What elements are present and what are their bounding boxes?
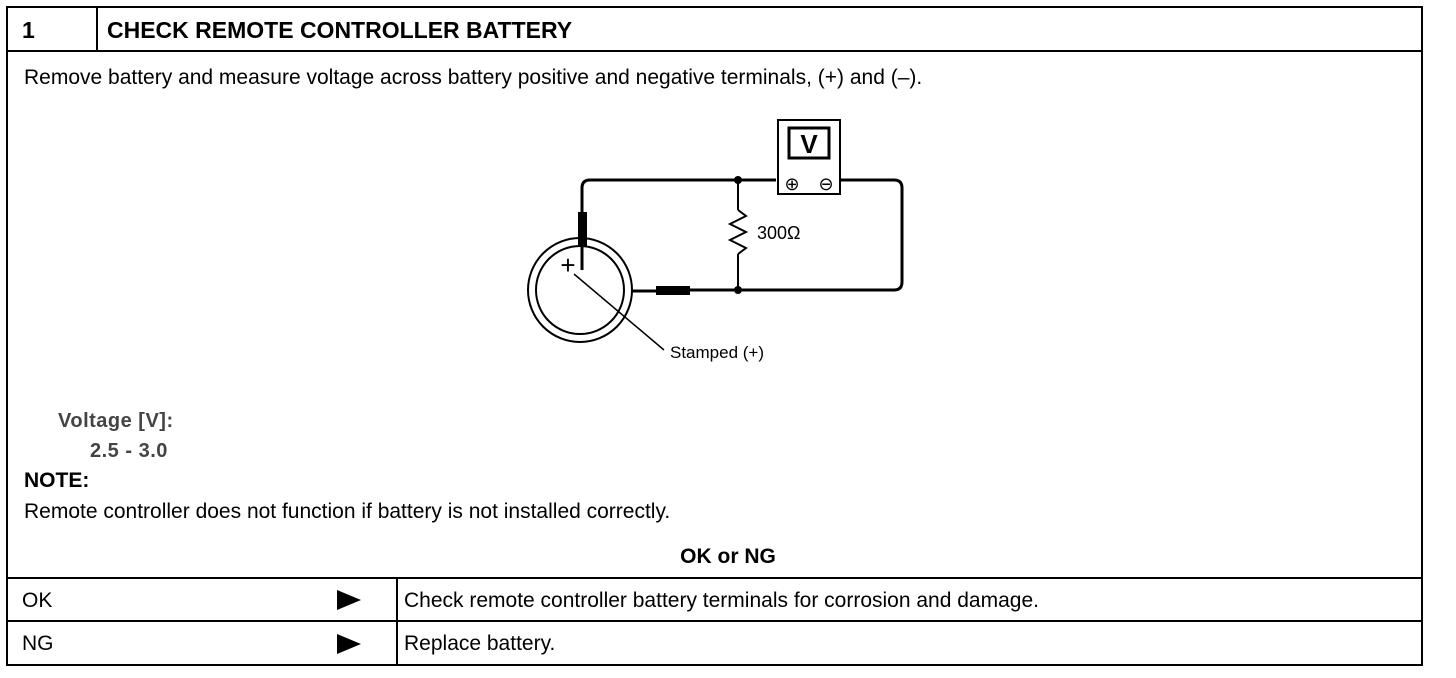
negative-probe-handle [656, 286, 690, 295]
spec-value: 2.5 - 3.0 [90, 440, 168, 462]
header-divider [6, 50, 1423, 52]
procedure-frame [6, 6, 1423, 666]
result-row-divider [6, 620, 1423, 622]
positive-probe-handle [578, 212, 587, 246]
battery-inner-ring [535, 245, 625, 335]
note-heading: NOTE: [24, 469, 90, 492]
result-table-top [6, 577, 1423, 579]
return-wire [690, 178, 904, 292]
voltmeter-minus-terminal: ⊖ [818, 174, 833, 194]
callout-leader [573, 273, 665, 351]
top-wire [580, 178, 776, 212]
resistor-symbol [727, 209, 749, 255]
step-number: 1 [22, 17, 35, 43]
result-row-ok-label: OK [22, 589, 53, 612]
battery-plus-mark: + [560, 250, 575, 280]
voltmeter-label: V [800, 129, 818, 159]
junction-bottom [734, 286, 742, 294]
result-column-divider [396, 577, 398, 666]
step-title: CHECK REMOTE CONTROLLER BATTERY [107, 17, 573, 43]
result-row-ng-action: Replace battery. [404, 632, 556, 655]
header-column-divider [96, 6, 98, 52]
result-heading: OK or NG [680, 545, 776, 568]
result-row-ng-label: NG [22, 632, 54, 655]
instruction-text: Remove battery and measure voltage acros… [24, 66, 923, 89]
spec-label: Voltage [V]: [58, 410, 174, 432]
arrow-right-icon [337, 590, 361, 610]
junction-top [734, 176, 742, 184]
battery-outer-ring [527, 237, 633, 343]
result-row-ok-action: Check remote controller battery terminal… [404, 589, 1039, 612]
resistor-label: 300Ω [757, 223, 801, 243]
callout-text: Stamped (+) [670, 343, 764, 362]
voltmeter-plus-terminal: ⊕ [784, 174, 799, 194]
voltmeter-display [787, 126, 831, 160]
arrow-right-icon [337, 634, 361, 654]
note-text: Remote controller does not function if b… [24, 500, 671, 523]
